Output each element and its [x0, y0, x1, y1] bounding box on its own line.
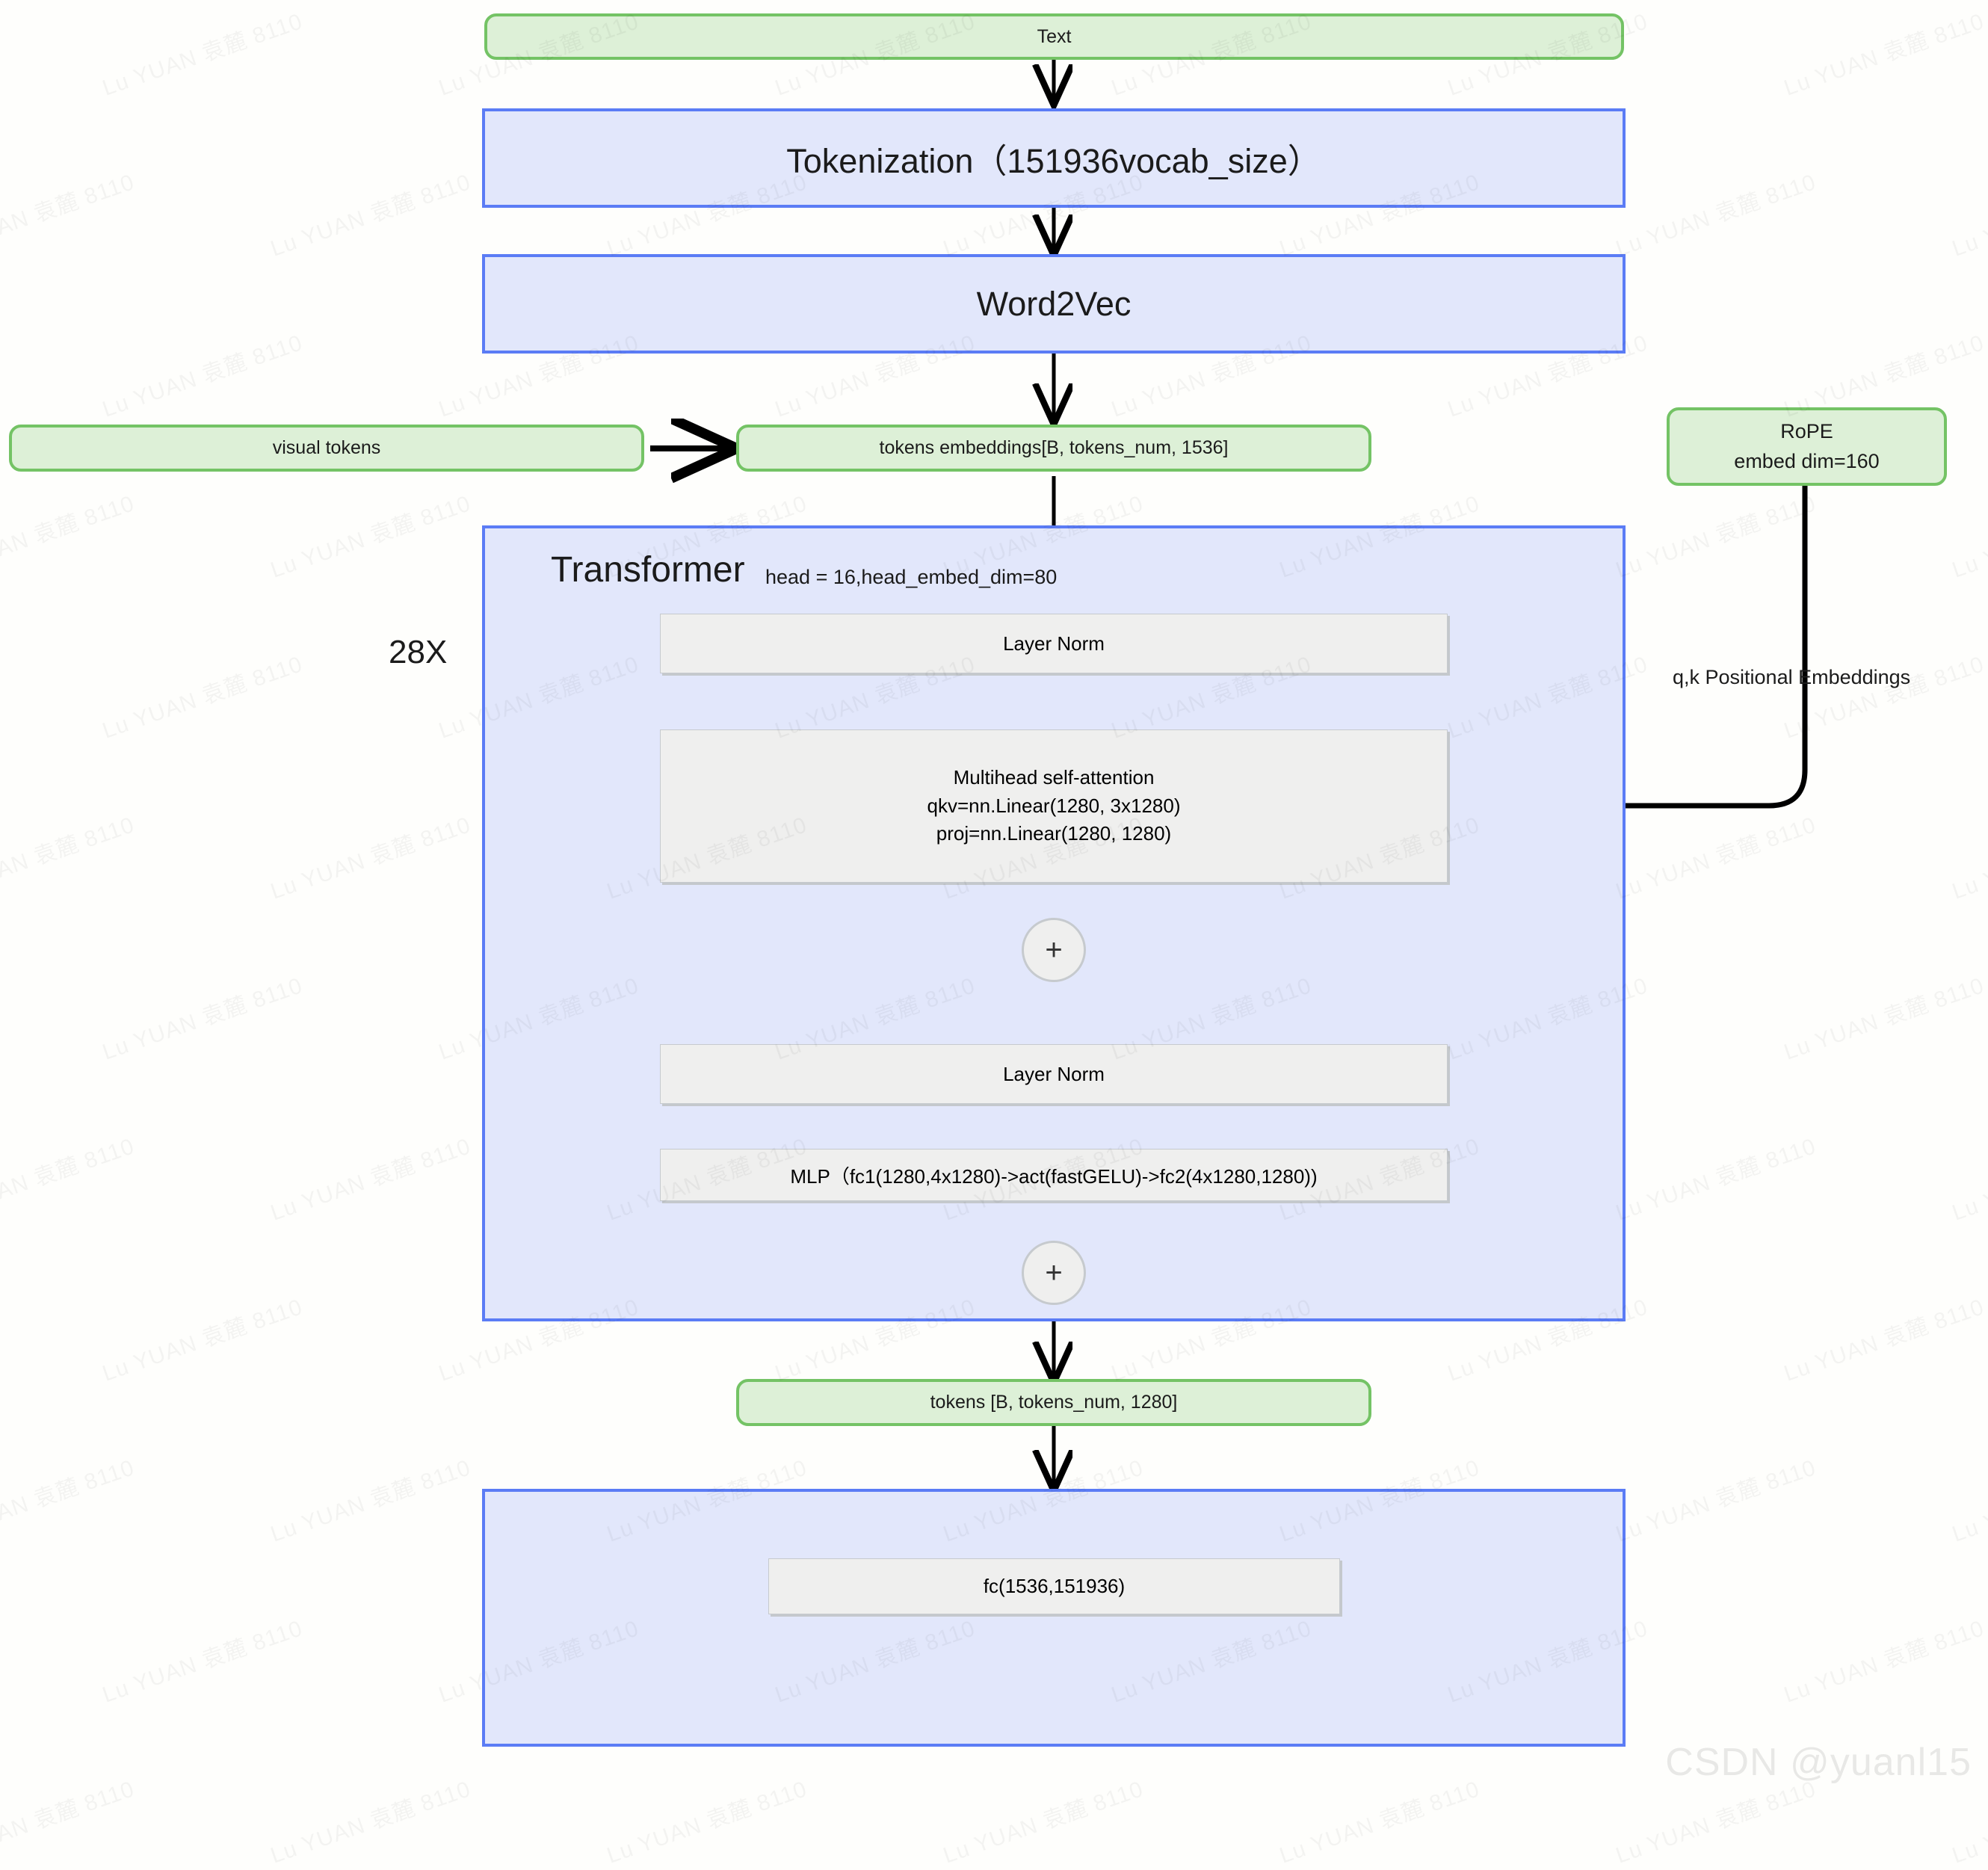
node-visual-tokens[interactable]: visual tokens — [9, 425, 644, 472]
residual-add-2[interactable]: + — [1022, 1241, 1086, 1305]
node-rope[interactable]: RoPE embed dim=160 — [1667, 407, 1947, 486]
rope-edge-label-text: q,k Positional Embeddings — [1673, 666, 1911, 688]
attention-line-3: proj=nn.Linear(1280, 1280) — [936, 822, 1172, 845]
node-tokens-output[interactable]: tokens [B, tokens_num, 1280] — [736, 1379, 1371, 1426]
rope-edge-label: q,k Positional Embeddings — [1673, 666, 1910, 689]
attention-line-2: qkv=nn.Linear(1280, 3x1280) — [927, 794, 1181, 817]
node-layer-norm-2[interactable]: Layer Norm — [660, 1044, 1448, 1104]
node-layer-norm-1[interactable]: Layer Norm — [660, 614, 1448, 673]
attention-line-1: Multihead self-attention — [953, 765, 1155, 789]
residual-add-2-symbol: + — [1045, 1256, 1063, 1289]
node-layer-norm-2-label: Layer Norm — [1003, 1062, 1105, 1085]
diagram-canvas: Lu YUAN 袁麓 8110Lu YUAN 袁麓 8110Lu YUAN 袁麓… — [0, 9, 1988, 1869]
node-mlp-label: MLP（fc1(1280,4x1280)->act(fastGELU)->fc2… — [790, 1164, 1318, 1188]
residual-add-1[interactable]: + — [1022, 918, 1086, 982]
node-layer-norm-1-label: Layer Norm — [1003, 632, 1105, 655]
repeat-count-label: 28X — [389, 634, 447, 671]
node-tokenization-label: Tokenization（151936vocab_size） — [786, 142, 1321, 180]
node-text[interactable]: Text — [484, 13, 1624, 60]
node-fc-head-label: fc(1536,151936) — [983, 1575, 1126, 1597]
node-rope-line2: embed dim=160 — [1734, 449, 1880, 472]
node-tokenization[interactable]: Tokenization（151936vocab_size） — [482, 108, 1626, 208]
residual-add-1-symbol: + — [1045, 933, 1063, 966]
transformer-subtitle: head = 16,head_embed_dim=80 — [765, 566, 1057, 589]
node-rope-line1: RoPE — [1780, 420, 1833, 443]
node-visual-tokens-label: visual tokens — [272, 437, 381, 458]
credit-watermark: CSDN @yuanl15 — [1665, 1740, 1972, 1785]
node-tokens-embeddings[interactable]: tokens embeddings[B, tokens_num, 1536] — [736, 425, 1371, 472]
repeat-count-text: 28X — [389, 634, 448, 670]
node-multihead-attention[interactable]: Multihead self-attention qkv=nn.Linear(1… — [660, 729, 1448, 883]
credit-watermark-text: CSDN @yuanl15 — [1665, 1741, 1972, 1784]
node-word2vec[interactable]: Word2Vec — [482, 254, 1626, 354]
transformer-title: Transformer — [551, 549, 745, 590]
node-text-label: Text — [1037, 25, 1072, 47]
node-word2vec-label: Word2Vec — [976, 284, 1132, 323]
transformer-title-text: Transformer — [551, 550, 745, 590]
node-head-container[interactable] — [482, 1489, 1626, 1747]
node-fc-head[interactable]: fc(1536,151936) — [768, 1558, 1340, 1614]
node-tokens-embeddings-label: tokens embeddings[B, tokens_num, 1536] — [879, 437, 1229, 458]
node-mlp[interactable]: MLP（fc1(1280,4x1280)->act(fastGELU)->fc2… — [660, 1149, 1448, 1201]
transformer-subtitle-text: head = 16,head_embed_dim=80 — [765, 566, 1058, 588]
node-tokens-output-label: tokens [B, tokens_num, 1280] — [930, 1392, 1178, 1413]
